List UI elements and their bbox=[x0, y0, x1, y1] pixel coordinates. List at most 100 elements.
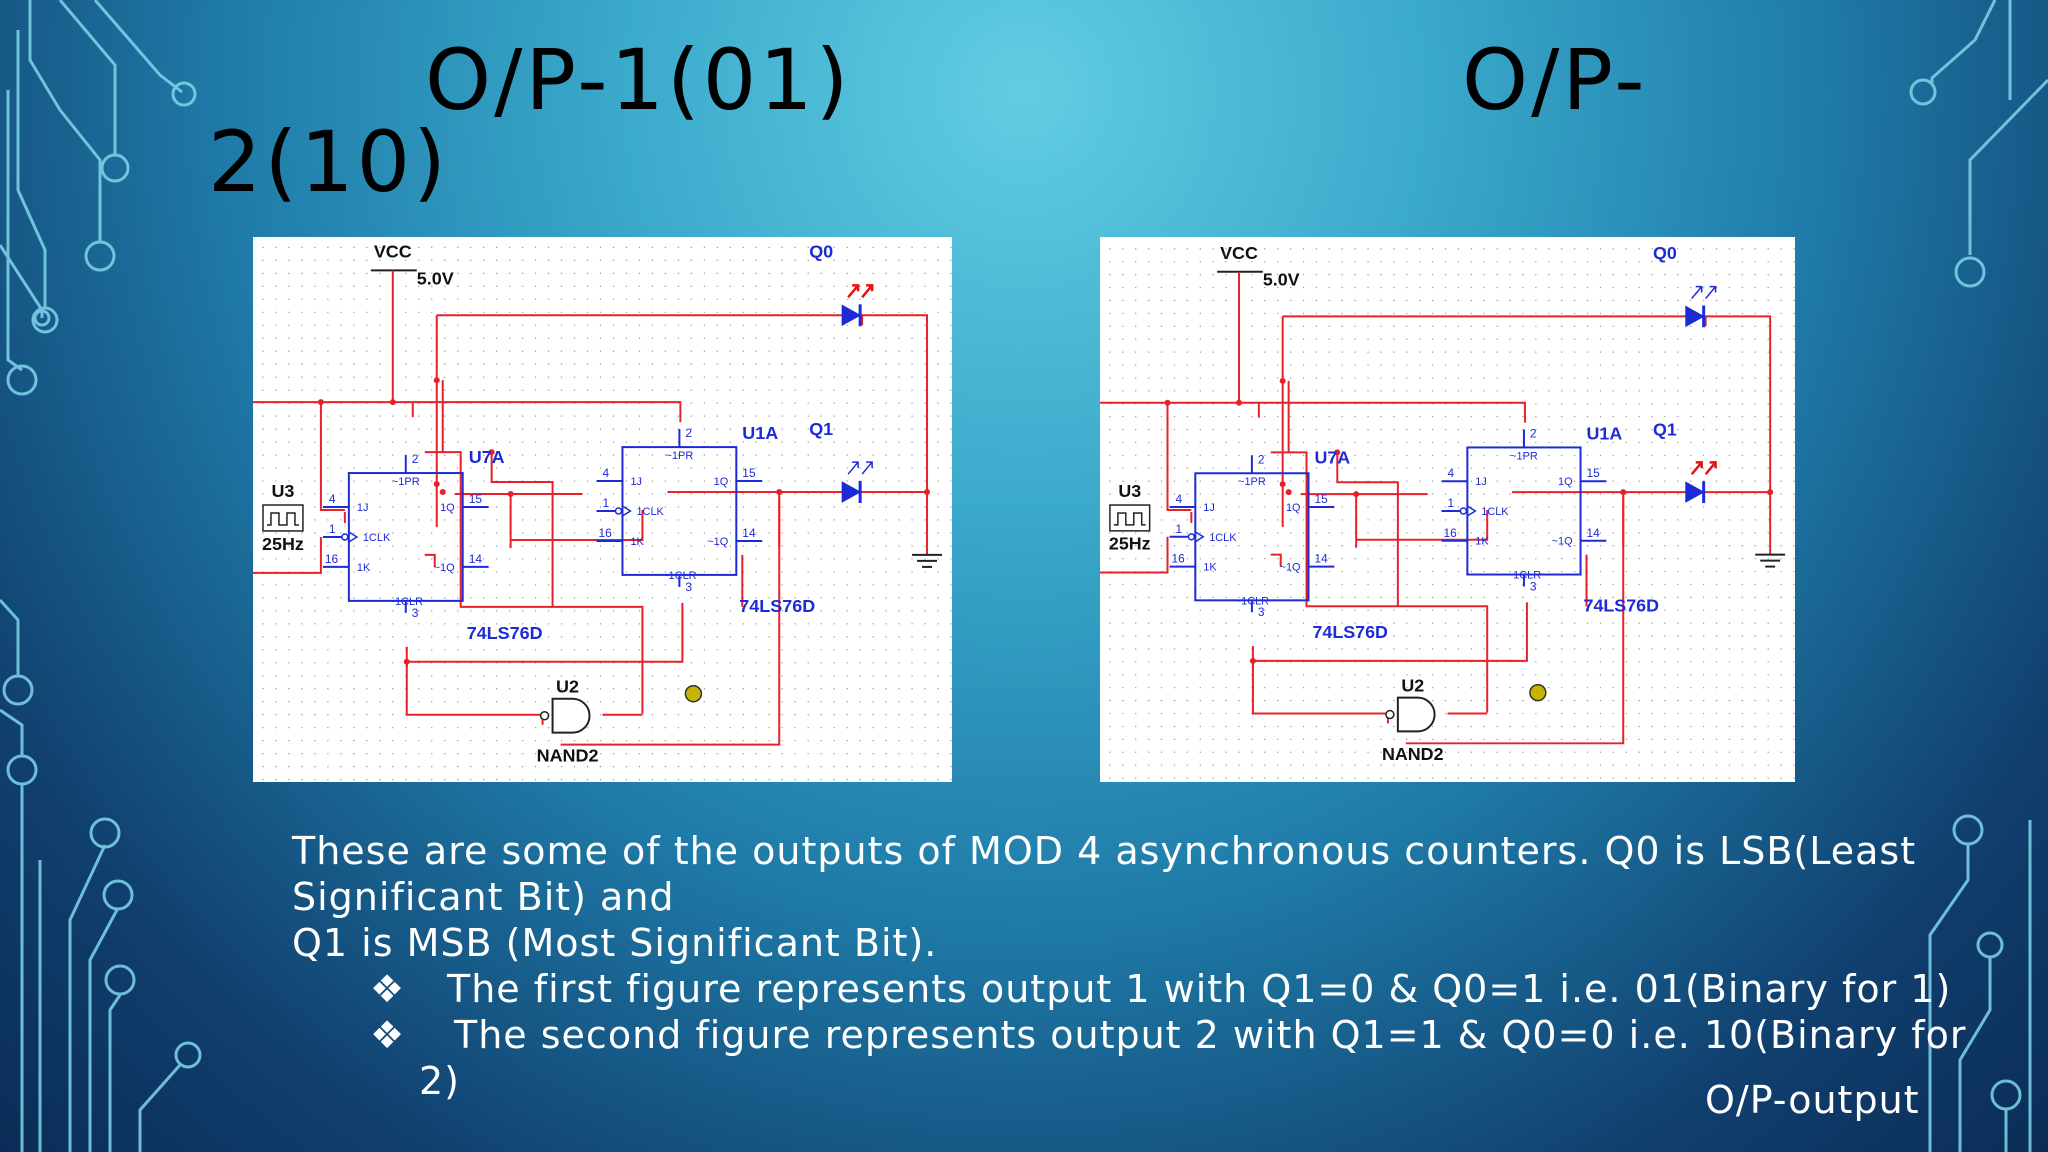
grid-dot bbox=[262, 298, 264, 300]
grid-dot bbox=[755, 739, 757, 742]
grid-dot bbox=[1496, 532, 1498, 534]
grid-dot bbox=[755, 662, 757, 664]
grid-dot bbox=[1186, 712, 1189, 715]
grid-dot bbox=[651, 584, 654, 586]
grid-dot bbox=[807, 714, 809, 716]
grid-dot bbox=[431, 324, 433, 326]
grid-dot bbox=[1251, 248, 1253, 250]
grid-dot bbox=[755, 272, 757, 275]
grid-dot bbox=[1354, 635, 1356, 637]
grid-dot bbox=[1315, 622, 1318, 624]
grid-dot bbox=[1560, 428, 1563, 431]
grid-dot bbox=[664, 415, 667, 417]
grid-dot bbox=[1496, 583, 1498, 586]
grid-dot bbox=[1651, 261, 1653, 263]
grid-dot bbox=[1135, 467, 1137, 469]
grid-dot bbox=[573, 272, 576, 275]
grid-dot bbox=[638, 246, 641, 249]
grid-dot bbox=[1522, 687, 1524, 689]
grid-dot bbox=[275, 493, 277, 495]
grid-dot bbox=[1780, 364, 1782, 366]
grid-dot bbox=[781, 519, 783, 521]
grid-dot bbox=[366, 480, 368, 482]
grid-dot bbox=[1522, 635, 1524, 637]
clock-triangle bbox=[1194, 531, 1205, 543]
grid-dot bbox=[1160, 751, 1163, 753]
grid-dot bbox=[1677, 273, 1679, 276]
grid-dot bbox=[301, 480, 303, 482]
grid-dot bbox=[340, 272, 342, 275]
grid-dot bbox=[521, 545, 524, 547]
grid-dot bbox=[1741, 454, 1744, 457]
grid-dot bbox=[1728, 648, 1731, 650]
grid-dot bbox=[1522, 325, 1524, 328]
grid-dot bbox=[1328, 545, 1331, 547]
grid-dot bbox=[275, 701, 277, 703]
grid-dot bbox=[288, 350, 290, 352]
grid-dot bbox=[262, 610, 264, 612]
grid-dot bbox=[937, 285, 939, 288]
grid-dot bbox=[898, 519, 900, 521]
grid-dot bbox=[1289, 273, 1292, 276]
grid-dot bbox=[1509, 325, 1511, 328]
grid-dot bbox=[1741, 532, 1744, 534]
grid-dot bbox=[1431, 751, 1434, 753]
grid-dot bbox=[651, 701, 654, 703]
grid-dot bbox=[612, 337, 615, 339]
grid-dot bbox=[1328, 674, 1331, 676]
grid-dot bbox=[1509, 596, 1511, 599]
grid-dot bbox=[755, 324, 757, 326]
grid-dot bbox=[1638, 674, 1640, 676]
grid-dot bbox=[1135, 480, 1137, 482]
grid-dot bbox=[379, 739, 381, 742]
grid-dot bbox=[612, 765, 615, 768]
grid-dot bbox=[1367, 390, 1369, 392]
grid-dot bbox=[1754, 364, 1756, 366]
grid-dot bbox=[1251, 493, 1253, 495]
grid-dot bbox=[1612, 532, 1615, 534]
grid-dot bbox=[1457, 699, 1460, 702]
grid-dot bbox=[677, 519, 680, 521]
grid-dot bbox=[937, 350, 939, 352]
grid-dot bbox=[1406, 467, 1408, 469]
grid-dot bbox=[1109, 557, 1111, 560]
grid-dot bbox=[366, 623, 368, 625]
grid-dot bbox=[534, 363, 537, 365]
grid-dot bbox=[392, 428, 394, 430]
junction-dot bbox=[1279, 377, 1286, 384]
grid-dot bbox=[794, 298, 796, 300]
grid-dot bbox=[1780, 325, 1782, 328]
grid-dot bbox=[1444, 261, 1447, 263]
grid-dot bbox=[1367, 312, 1369, 315]
grid-dot bbox=[1251, 596, 1253, 599]
grid-dot bbox=[392, 545, 394, 547]
wire bbox=[405, 602, 684, 725]
grid-dot bbox=[521, 506, 524, 508]
grid-dot bbox=[314, 584, 316, 586]
grid-dot bbox=[638, 519, 641, 521]
grid-dot bbox=[1741, 583, 1744, 586]
grid-dot bbox=[742, 272, 744, 275]
grid-dot bbox=[716, 246, 719, 249]
grid-dot bbox=[1238, 583, 1240, 586]
grid-dot bbox=[898, 467, 900, 469]
grid-dot bbox=[1612, 635, 1615, 637]
grid-dot bbox=[1664, 777, 1666, 779]
grid-dot bbox=[1444, 699, 1447, 702]
grid-dot bbox=[1302, 299, 1305, 302]
grid-dot bbox=[521, 324, 524, 326]
grid-dot bbox=[937, 636, 939, 638]
grid-dot bbox=[781, 726, 783, 729]
grid-dot bbox=[742, 493, 744, 495]
grid-dot bbox=[1535, 557, 1537, 560]
grid-dot bbox=[937, 571, 939, 573]
grid-dot bbox=[1302, 519, 1305, 521]
grid-dot bbox=[872, 350, 874, 352]
grid-dot bbox=[379, 493, 381, 495]
grid-dot bbox=[1754, 687, 1756, 689]
grid-dot bbox=[651, 350, 654, 352]
grid-dot bbox=[768, 545, 770, 547]
grid-dot bbox=[625, 428, 628, 430]
grid-dot bbox=[1638, 648, 1640, 650]
grid-dot bbox=[885, 519, 887, 521]
